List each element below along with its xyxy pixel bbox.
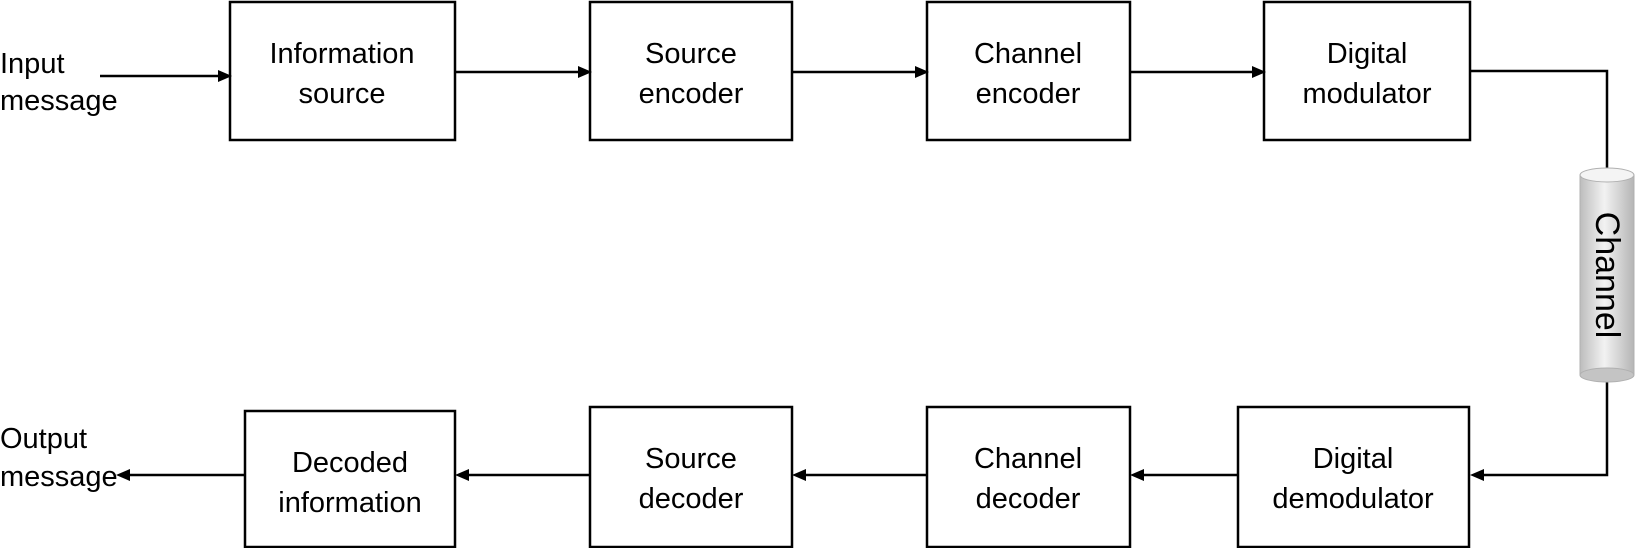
block-label: Source: [645, 443, 737, 475]
block-label: decoder: [976, 483, 1081, 515]
block-digital-demodulator: Digital demodulator: [1236, 405, 1471, 548]
arrow-decoded-information-to-output: [116, 469, 245, 481]
arrow-source-encoder-to-channel-encoder: [792, 66, 929, 78]
block-channel-decoder: Channel decoder: [925, 405, 1132, 548]
block-source-encoder: Source encoder: [588, 0, 794, 142]
arrow-channel-decoder-to-source-decoder: [792, 469, 927, 481]
arrowhead-into-demodulator: [1470, 469, 1484, 481]
input-message-label-line2: message: [0, 85, 118, 117]
block-digital-modulator: Digital modulator: [1262, 0, 1472, 142]
arrow-source-decoder-to-decoded-information: [455, 469, 590, 481]
arrow-channel-encoder-to-digital-modulator: [1130, 66, 1266, 78]
block-label: information: [278, 487, 421, 519]
block-label: decoder: [639, 483, 744, 515]
block-label: Information: [269, 38, 414, 70]
wire-modulator-to-channel: [1470, 69, 1609, 168]
block-label: Channel: [974, 38, 1082, 70]
channel-label: Channel: [1588, 212, 1626, 339]
block-label: Source: [645, 38, 737, 70]
block-label: source: [298, 78, 385, 110]
block-label: Decoded: [292, 447, 408, 479]
block-label: Digital: [1313, 443, 1394, 475]
block-label: Channel: [974, 443, 1082, 475]
block-decoded-information: Decoded information: [243, 409, 457, 548]
output-message-label-line1: Output: [0, 423, 87, 455]
arrow-input-to-information-source: [100, 70, 232, 82]
wire-channel-to-demodulator: [1482, 382, 1609, 477]
block-source-decoder: Source decoder: [588, 405, 794, 548]
input-message-label-line1: Input: [0, 48, 65, 80]
block-label: modulator: [1303, 78, 1432, 110]
arrow-information-source-to-source-encoder: [455, 66, 592, 78]
block-label: Digital: [1327, 38, 1408, 70]
block-information-source: Information source: [228, 0, 457, 142]
output-message-label-line2: message: [0, 461, 118, 493]
channel-cylinder: Channel: [1579, 167, 1635, 383]
block-label: encoder: [639, 78, 744, 110]
block-label: encoder: [976, 78, 1081, 110]
block-label: demodulator: [1272, 483, 1434, 515]
block-channel-encoder: Channel encoder: [925, 0, 1132, 142]
arrow-demodulator-to-channel-decoder: [1130, 469, 1238, 481]
